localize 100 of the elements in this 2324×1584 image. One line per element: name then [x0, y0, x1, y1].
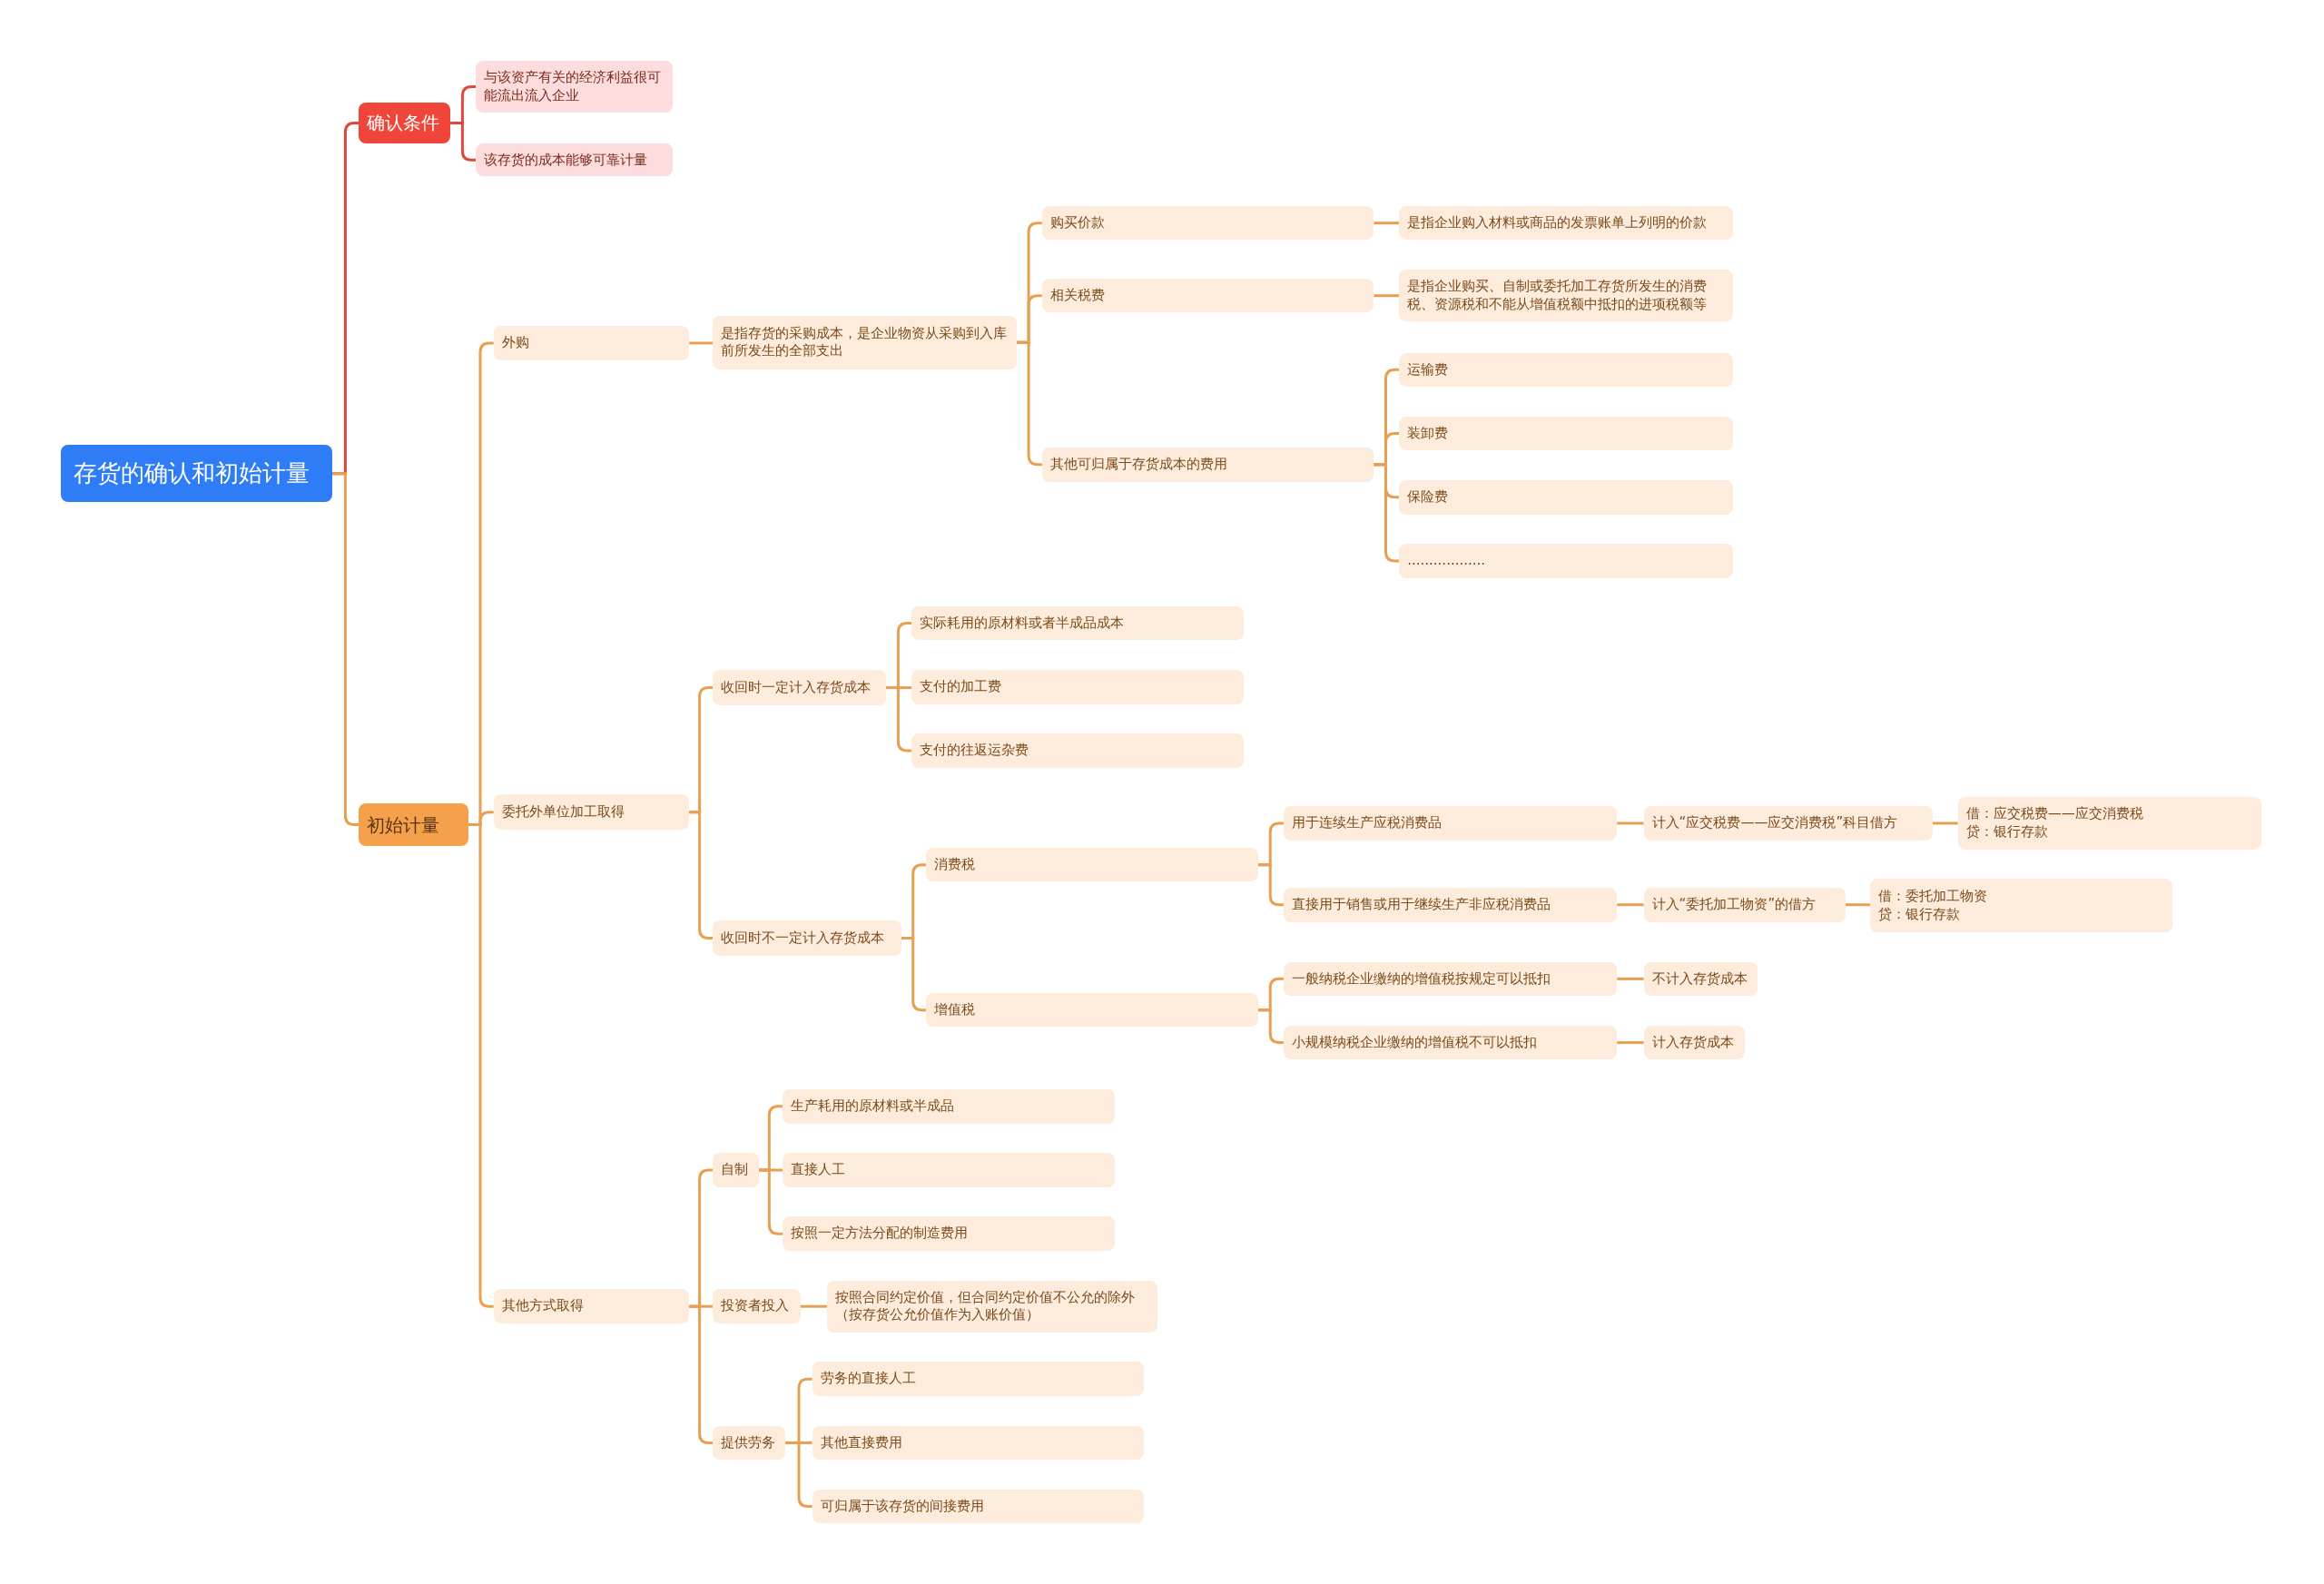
topic-text: 相关税费: [1049, 286, 1106, 305]
topic-text: 计入存货成本: [1651, 1033, 1735, 1052]
subtopic-box: [1399, 479, 1733, 515]
topic-text: 委托外单位加工取得: [501, 802, 625, 822]
subtopic-box: [713, 315, 1017, 369]
topic-text: 增值税: [934, 1000, 977, 1019]
subtopic-box: [812, 1489, 1145, 1524]
topic-text: 生产耗用的原材料或半成品: [791, 1097, 956, 1116]
subtopic-box: [1283, 961, 1618, 997]
topic-text: 提供劳务: [721, 1433, 777, 1452]
subtopic-box: [926, 847, 1259, 882]
subtopic-box: [1041, 205, 1374, 241]
topic-text: 消费税: [934, 855, 977, 874]
subtopic-box: [493, 794, 690, 831]
topic-text: 借：委托加工物资: [1878, 888, 1989, 906]
topic-text: 保险费: [1407, 488, 1450, 507]
connector-line: [450, 122, 477, 162]
subtopic-box: [1643, 1025, 1745, 1060]
subtopic-box: [713, 1425, 786, 1461]
subtopic-box: [713, 920, 901, 957]
subtopic-box: [1643, 961, 1758, 997]
connector-line: [1617, 903, 1644, 907]
connector-line: [1617, 1041, 1644, 1045]
topic-text: 用于连续生产应税消费品: [1291, 814, 1443, 832]
subtopic-box: [783, 1153, 1115, 1187]
subtopic-box: [476, 60, 674, 113]
topic-text: 按照一定方法分配的制造费用: [791, 1225, 970, 1243]
subtopic-box: [713, 1289, 801, 1323]
subtopic-box: [1957, 797, 2262, 850]
subtopic-box: [1283, 1025, 1618, 1060]
topic-text: 其他可归属于存货成本的费用: [1049, 456, 1228, 474]
subtopic-box: [493, 1289, 690, 1323]
topic-text: ..................: [1407, 552, 1487, 570]
subtopic-box: [911, 669, 1244, 704]
topic-text: 不计入存货成本: [1651, 969, 1748, 989]
connector-line: [1617, 822, 1644, 825]
connector-line: [800, 1304, 827, 1308]
subtopic-box: [1643, 887, 1846, 922]
subtopic-box: [1399, 205, 1733, 241]
connector-line: [1845, 903, 1871, 907]
topic-text: 自制: [721, 1161, 750, 1179]
connector-line: [689, 341, 714, 345]
subtopic-box: [1283, 887, 1618, 922]
subtopic-box: [476, 143, 674, 177]
subtopic-box: [911, 733, 1244, 768]
topic-text: 计入“应交税费——应交消费税”科目借方: [1651, 814, 1899, 832]
topic-text: 购买价款: [1049, 213, 1106, 232]
topic-text: 直接人工: [791, 1161, 847, 1179]
subtopic-box: [1870, 879, 2173, 932]
topic-text: 劳务的直接人工: [820, 1370, 917, 1388]
topic-text: 是指企业购入材料或商品的发票账单上列明的价款: [1407, 213, 1709, 232]
subtopic-box: [827, 1280, 1158, 1333]
subtopic-box: [1041, 448, 1374, 482]
subtopic-box: [713, 669, 887, 706]
subtopic-box: [493, 326, 690, 360]
topic-text: 运输费: [1407, 360, 1450, 379]
subtopic-box: [1399, 352, 1733, 388]
topic-text: 收回时不一定计入存货成本: [721, 929, 886, 948]
connector-line: [1258, 863, 1284, 907]
topic-text: 按照合同约定价值，但合同约定价值不公允的除外（按存货公允价值作为入账价值）: [835, 1288, 1136, 1324]
topic-text: 借：应交税费——应交消费税: [1965, 805, 2144, 823]
topic-text: 该存货的成本能够可靠计量: [484, 151, 649, 170]
subtopic-box: [1399, 270, 1733, 322]
subtopic-box: [911, 605, 1244, 641]
subtopic-box: [713, 1153, 759, 1187]
subtopic-box: [1283, 806, 1618, 841]
topic-text: 一般纳税企业缴纳的增值税按规定可以抵扣: [1291, 969, 1551, 989]
topic-text: 小规模纳税企业缴纳的增值税不可以抵扣: [1291, 1033, 1538, 1052]
subtopic-box: [812, 1362, 1145, 1396]
connector-line: [1374, 294, 1400, 298]
subtopic-box: [1041, 278, 1374, 313]
topic-text: 支付的加工费: [920, 677, 1003, 696]
topic-text: 支付的往返运杂费: [920, 742, 1030, 760]
connector-line: [1933, 822, 1958, 825]
topic-text: 其他方式取得: [501, 1297, 585, 1315]
topic-text: 可归属于该存货的间接费用: [820, 1497, 985, 1516]
main-topic-box: [359, 102, 451, 144]
topic-text: 直接用于销售或用于继续生产非应税消费品: [1291, 895, 1551, 914]
topic-text: 其他直接费用: [820, 1433, 903, 1452]
connector-line: [1374, 463, 1400, 563]
subtopic-box: [783, 1216, 1115, 1251]
topic-text: 外购: [501, 334, 530, 352]
subtopic-box: [1399, 544, 1733, 578]
topic-text: 存货的确认和初始计量: [73, 457, 310, 488]
topic-text: 计入“委托加工物资”的借方: [1651, 895, 1817, 914]
topic-text: 装卸费: [1407, 424, 1450, 443]
topic-text: 是指存货的采购成本，是企业物资从采购到入库前所发生的全部支出: [721, 324, 1009, 360]
central-topic-box: [60, 444, 332, 503]
topic-text: 贷：银行存款: [1878, 905, 1962, 924]
topic-text: 贷：银行存款: [1965, 822, 2049, 841]
topic-text: 是指企业购买、自制或委托加工存货所发生的消费税、资源税和不能从增值税额中抵扣的进项税额等: [1407, 278, 1709, 314]
connector-line: [1258, 1008, 1284, 1045]
topic-text: 实际耗用的原材料或者半成品成本: [920, 614, 1126, 633]
main-topic-box: [359, 802, 468, 847]
topic-text: 投资者投入: [721, 1297, 791, 1315]
subtopic-box: [1643, 806, 1933, 841]
topic-text: 确认条件: [367, 111, 441, 135]
connector-line: [1374, 221, 1400, 225]
subtopic-box: [1399, 416, 1733, 451]
subtopic-box: [812, 1425, 1145, 1461]
